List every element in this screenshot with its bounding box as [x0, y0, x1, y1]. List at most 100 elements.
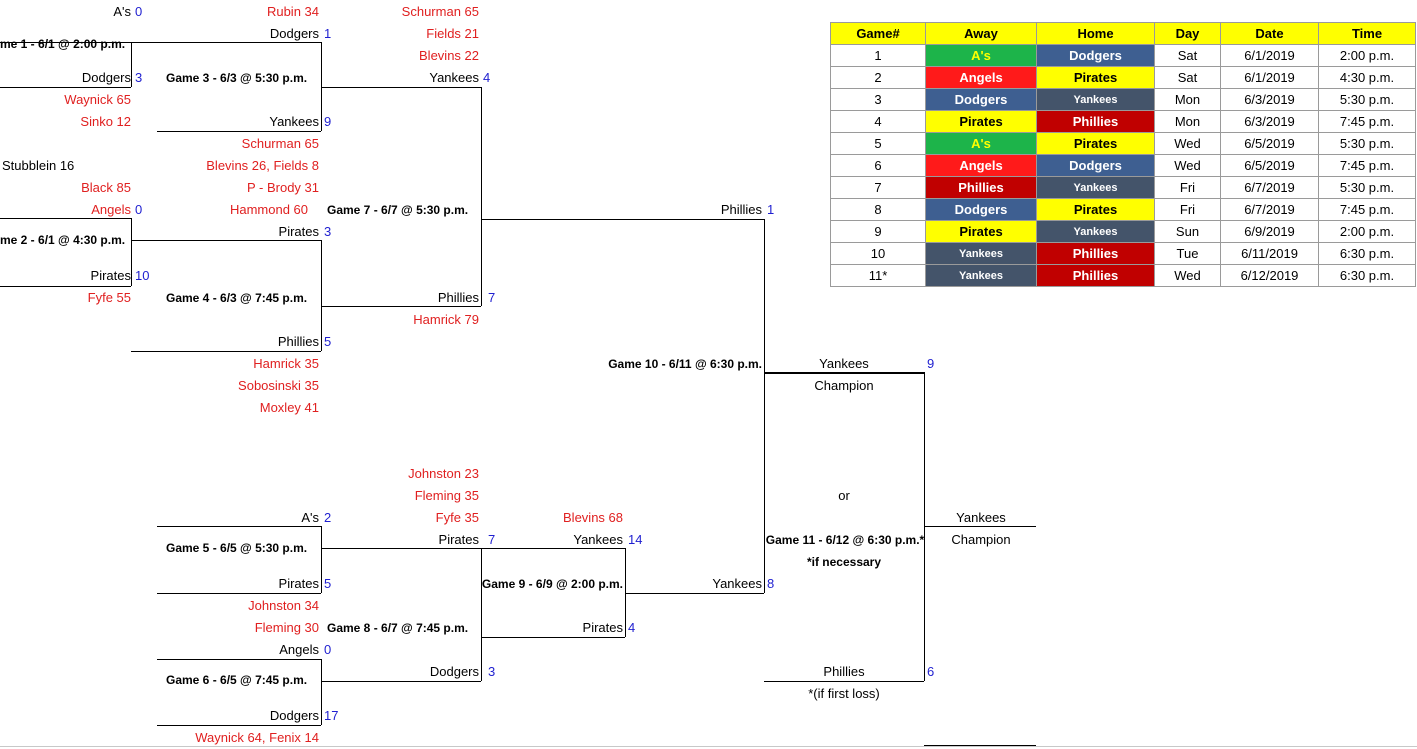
bracket-line	[157, 725, 321, 726]
cell-home-team[interactable]: Yankees	[1036, 88, 1155, 111]
cell-day[interactable]: Wed	[1154, 154, 1221, 177]
cell-away-team[interactable]: Pirates	[925, 220, 1037, 243]
cell-away-team[interactable]: Dodgers	[925, 198, 1037, 221]
cell-time[interactable]: 7:45 p.m.	[1318, 198, 1416, 221]
cell-date[interactable]: 6/3/2019	[1220, 88, 1319, 111]
cell-time[interactable]: 2:00 p.m.	[1318, 44, 1416, 67]
bracket-line	[157, 593, 321, 594]
cell-away-team[interactable]: Pirates	[925, 110, 1037, 133]
cell-date[interactable]: 6/7/2019	[1220, 176, 1319, 199]
cell-away-team[interactable]: Angels	[925, 66, 1037, 89]
cell-day[interactable]: Mon	[1154, 88, 1221, 111]
game8-away-team: Pirates	[438, 532, 479, 547]
cell-game-number[interactable]: 10	[830, 242, 926, 265]
cell-date[interactable]: 6/7/2019	[1220, 198, 1319, 221]
cell-day[interactable]: Mon	[1154, 110, 1221, 133]
header-game-number[interactable]: Game#	[830, 22, 926, 45]
game6-label: Game 6 - 6/5 @ 7:45 p.m.	[166, 673, 308, 687]
cell-away-team[interactable]: A's	[925, 44, 1037, 67]
cell-day[interactable]: Wed	[1154, 132, 1221, 155]
cell-home-team[interactable]: Dodgers	[1036, 154, 1155, 177]
game7-away-team: Yankees	[429, 70, 479, 85]
cell-away-team[interactable]: A's	[925, 132, 1037, 155]
cell-home-team[interactable]: Yankees	[1036, 220, 1155, 243]
cell-game-number[interactable]: 9	[830, 220, 926, 243]
cell-home-team[interactable]: Yankees	[1036, 176, 1155, 199]
cell-date[interactable]: 6/1/2019	[1220, 44, 1319, 67]
cell-time[interactable]: 5:30 p.m.	[1318, 88, 1416, 111]
cell-date[interactable]: 6/11/2019	[1220, 242, 1319, 265]
bracket-line	[0, 42, 131, 43]
cell-day[interactable]: Sat	[1154, 44, 1221, 67]
game1-home-score: 3	[135, 70, 143, 85]
cell-day[interactable]: Tue	[1154, 242, 1221, 265]
header-date[interactable]: Date	[1220, 22, 1319, 45]
note-hamrick35: Hamrick 35	[253, 356, 319, 371]
cell-day[interactable]: Sun	[1154, 220, 1221, 243]
cell-home-team[interactable]: Phillies	[1036, 110, 1155, 133]
cell-away-team[interactable]: Yankees	[925, 242, 1037, 265]
cell-game-number[interactable]: 5	[830, 132, 926, 155]
cell-away-team[interactable]: Angels	[925, 154, 1037, 177]
cell-time[interactable]: 5:30 p.m.	[1318, 132, 1416, 155]
game4-away-team: Pirates	[278, 224, 319, 239]
cell-time[interactable]: 7:45 p.m.	[1318, 154, 1416, 177]
cell-date[interactable]: 6/9/2019	[1220, 220, 1319, 243]
cell-day[interactable]: Fri	[1154, 176, 1221, 199]
note-schurman2: Schurman 65	[241, 136, 319, 151]
cell-date[interactable]: 6/5/2019	[1220, 154, 1319, 177]
header-home[interactable]: Home	[1036, 22, 1155, 45]
header-away[interactable]: Away	[925, 22, 1037, 45]
cell-away-team[interactable]: Yankees	[925, 264, 1037, 287]
cell-away-team[interactable]: Dodgers	[925, 88, 1037, 111]
cell-home-team[interactable]: Phillies	[1036, 264, 1155, 287]
cell-time[interactable]: 6:30 p.m.	[1318, 242, 1416, 265]
cell-time[interactable]: 2:00 p.m.	[1318, 220, 1416, 243]
note-brody: P - Brody 31	[246, 180, 319, 195]
bracket-line	[924, 526, 1036, 527]
game10-home-score: 8	[767, 576, 775, 591]
cell-game-number[interactable]: 1	[830, 44, 926, 67]
cell-home-team[interactable]: Pirates	[1036, 132, 1155, 155]
cell-home-team[interactable]: Dodgers	[1036, 44, 1155, 67]
cell-date[interactable]: 6/12/2019	[1220, 264, 1319, 287]
game5-label: Game 5 - 6/5 @ 5:30 p.m.	[166, 541, 308, 555]
cell-game-number[interactable]: 7	[830, 176, 926, 199]
cell-game-number[interactable]: 3	[830, 88, 926, 111]
note-blevins-fields: Blevins 26, Fields 8	[206, 158, 319, 173]
note-johnston34: Johnston 34	[248, 598, 319, 613]
game4-home-score: 5	[324, 334, 332, 349]
cell-day[interactable]: Wed	[1154, 264, 1221, 287]
bracket-line	[0, 87, 131, 88]
bracket-line	[131, 42, 132, 87]
first-loss-note: *(if first loss)	[808, 686, 880, 701]
note-fyfe35: Fyfe 35	[435, 510, 479, 525]
game4-label: Game 4 - 6/3 @ 7:45 p.m.	[166, 291, 308, 305]
cell-date[interactable]: 6/3/2019	[1220, 110, 1319, 133]
header-time[interactable]: Time	[1318, 22, 1416, 45]
cell-game-number[interactable]: 2	[830, 66, 926, 89]
cell-time[interactable]: 6:30 p.m.	[1318, 264, 1416, 287]
cell-day[interactable]: Fri	[1154, 198, 1221, 221]
bracket-line	[481, 637, 625, 638]
cell-home-team[interactable]: Pirates	[1036, 198, 1155, 221]
game2-home-team: Pirates	[90, 268, 131, 283]
bracket-line	[321, 87, 481, 88]
cell-home-team[interactable]: Phillies	[1036, 242, 1155, 265]
cell-time[interactable]: 5:30 p.m.	[1318, 176, 1416, 199]
cell-away-team[interactable]: Phillies	[925, 176, 1037, 199]
cell-day[interactable]: Sat	[1154, 66, 1221, 89]
game7-away-score: 4	[483, 70, 491, 85]
cell-home-team[interactable]: Pirates	[1036, 66, 1155, 89]
cell-game-number[interactable]: 11*	[830, 264, 926, 287]
cell-date[interactable]: 6/1/2019	[1220, 66, 1319, 89]
cell-time[interactable]: 4:30 p.m.	[1318, 66, 1416, 89]
cell-game-number[interactable]: 6	[830, 154, 926, 177]
header-day[interactable]: Day	[1154, 22, 1221, 45]
cell-date[interactable]: 6/5/2019	[1220, 132, 1319, 155]
cell-game-number[interactable]: 4	[830, 110, 926, 133]
bracket-line	[625, 548, 626, 637]
cell-time[interactable]: 7:45 p.m.	[1318, 110, 1416, 133]
game3-home-team: Yankees	[269, 114, 319, 129]
cell-game-number[interactable]: 8	[830, 198, 926, 221]
